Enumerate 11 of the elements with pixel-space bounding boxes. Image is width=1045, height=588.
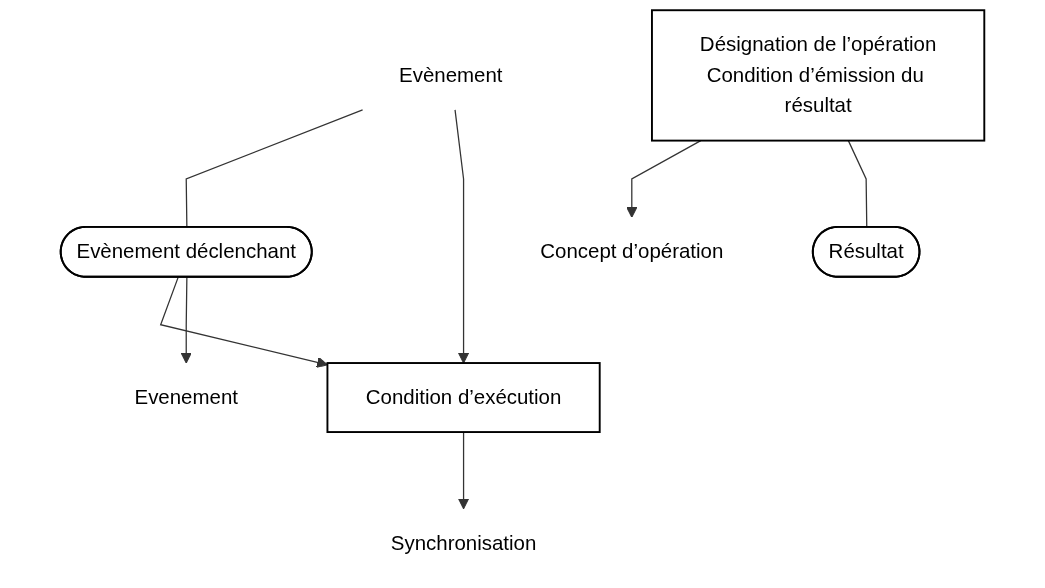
node-text: Evènement (399, 63, 503, 86)
node-text: Evenement (134, 386, 238, 408)
arrow (626, 139, 702, 218)
arrow (180, 276, 192, 364)
node-box: Désignation de l’opération Condition d’émission du résultat (651, 9, 986, 142)
node-text: Synchronisation (390, 531, 537, 554)
arrow (454, 109, 470, 364)
arrow (457, 431, 470, 510)
node-box: Condition d’exécution (326, 362, 601, 433)
arrow (159, 276, 328, 368)
node-text: Concept d’opération (540, 240, 724, 263)
